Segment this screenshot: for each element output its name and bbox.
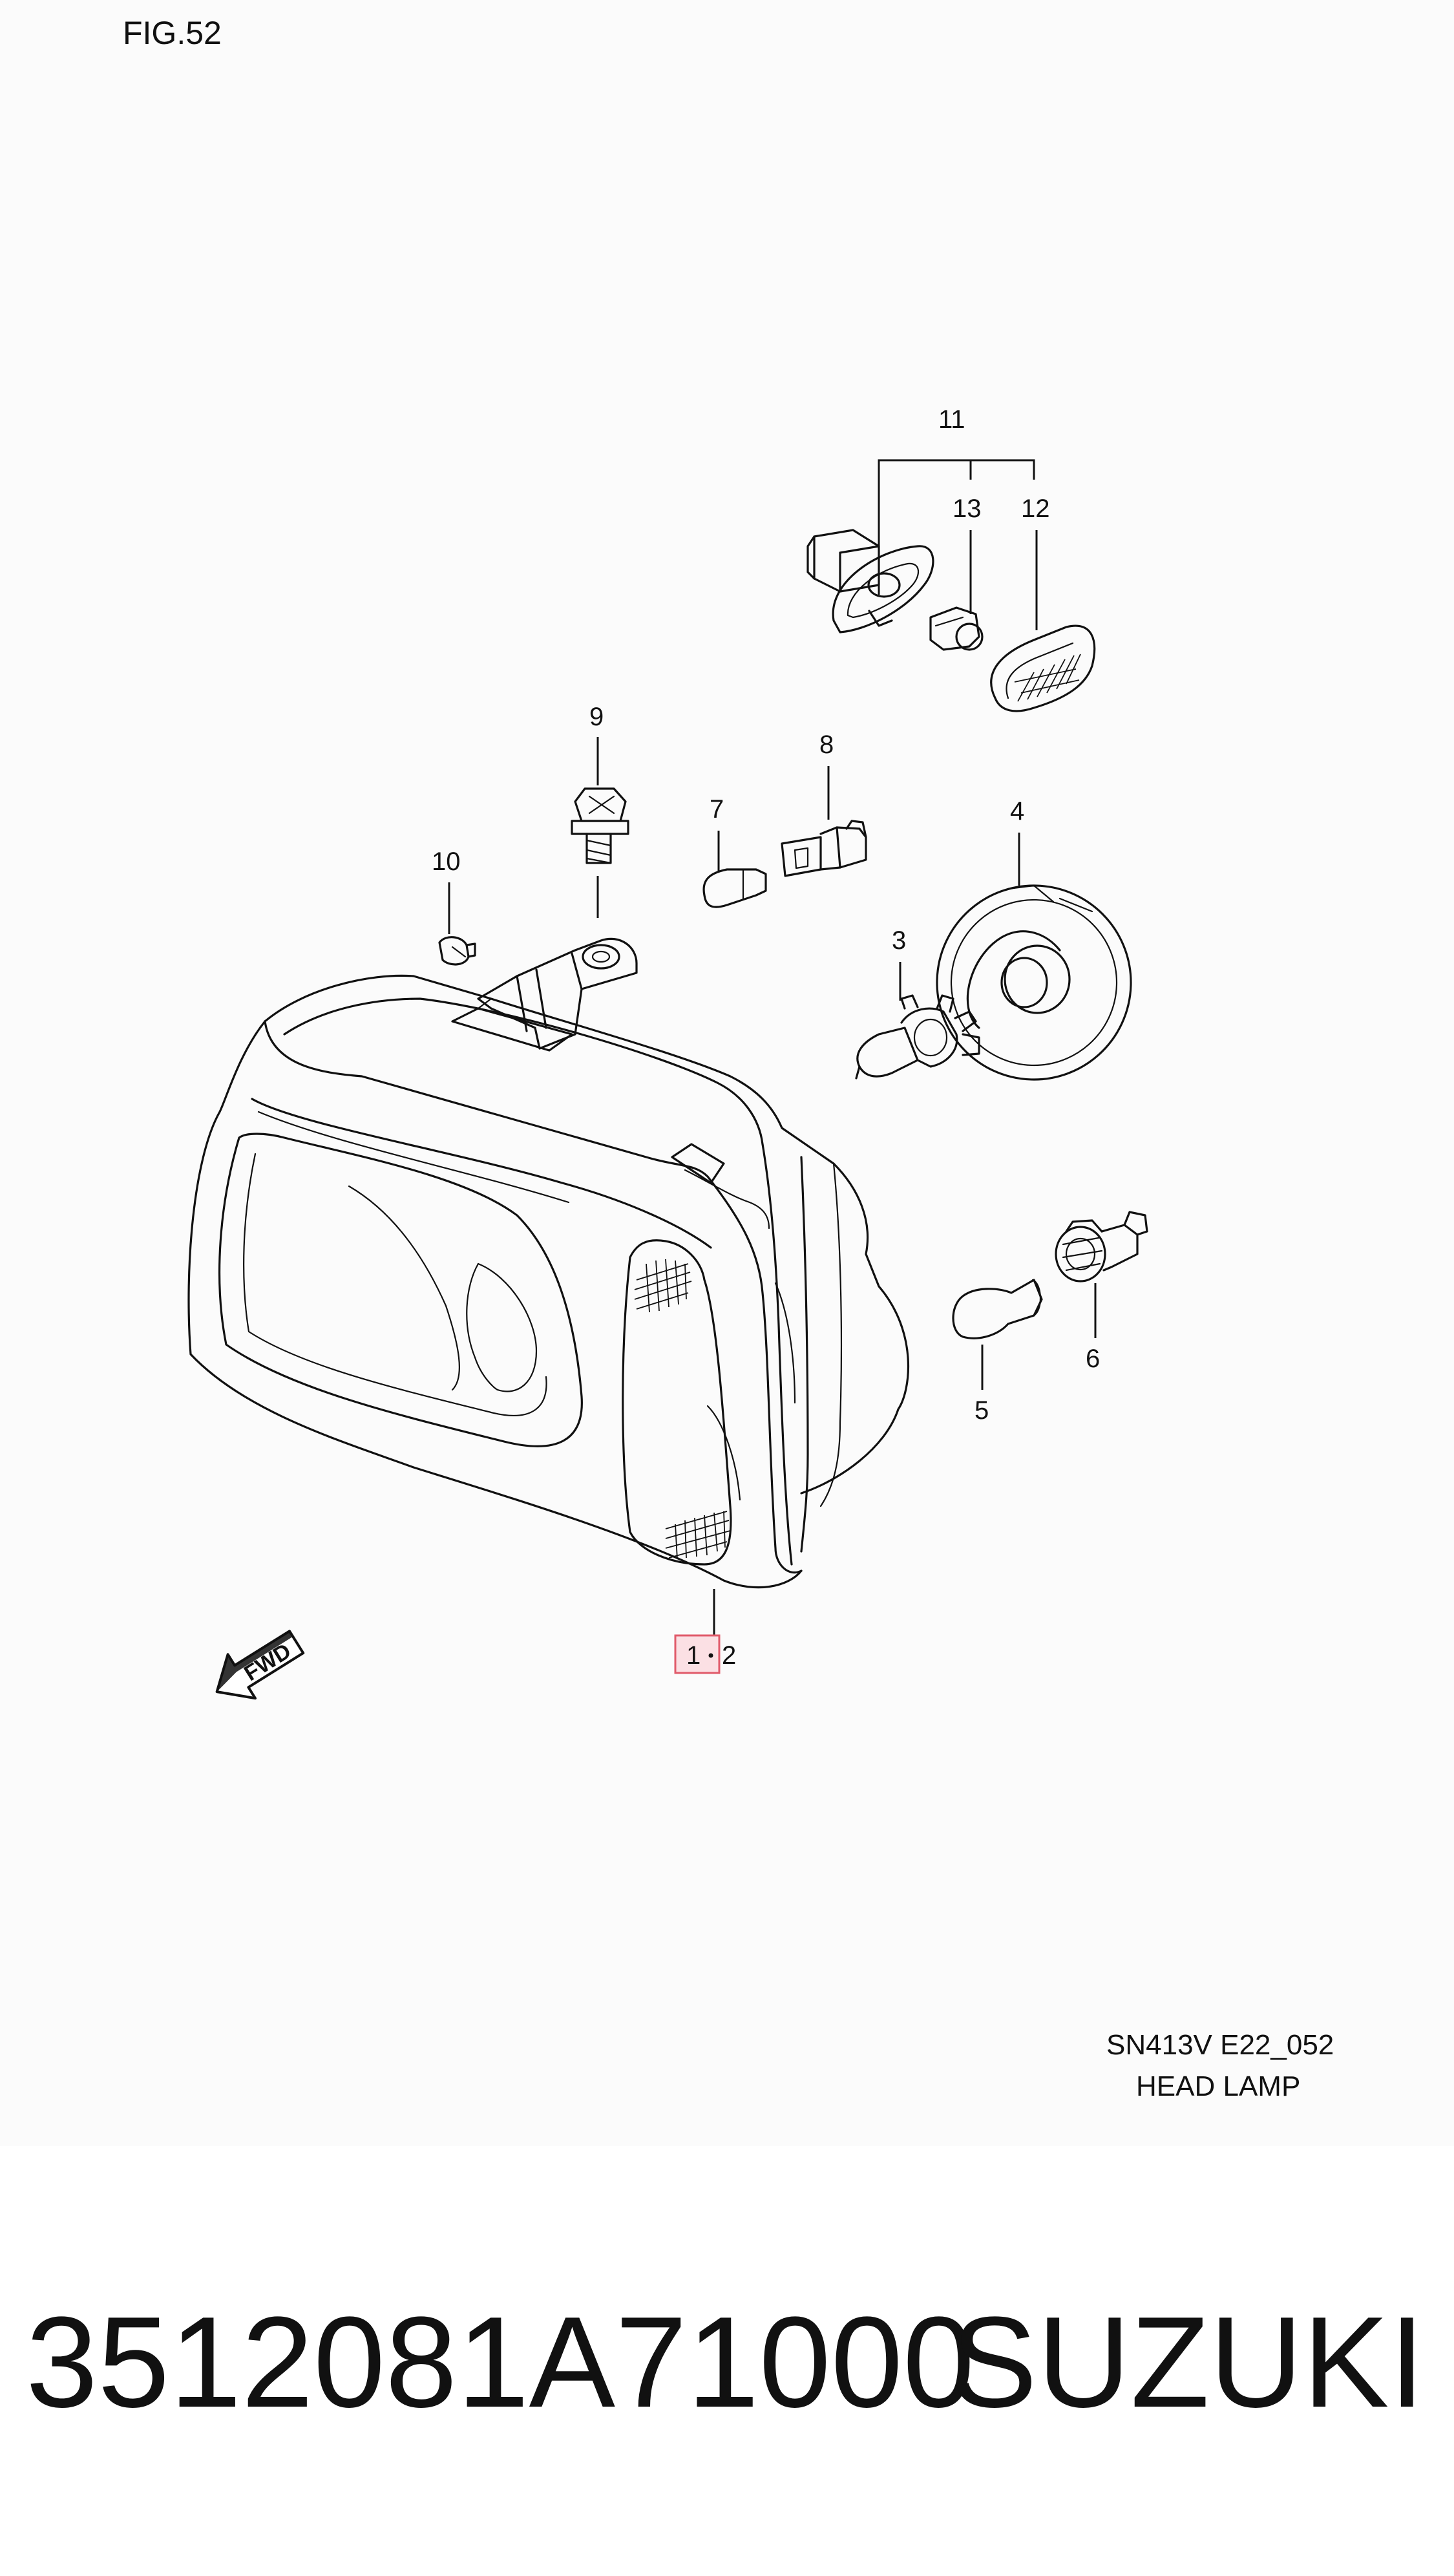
bulb-socket-6 [1055,1211,1148,1283]
callout-9-group: 9 [589,703,604,918]
bulb-cover-4 [936,884,1132,1081]
callout-4[interactable]: 4 [1010,797,1024,825]
part-number: 3512081A71000 [26,2290,975,2434]
bulb-socket-8 [781,820,867,877]
mounting-bolt-9 [571,787,629,864]
figure-title: FIG.52 [123,15,222,51]
callout-6-group: 6 [1086,1283,1100,1373]
parts-diagram-area: FIG.52 11 13 12 [123,15,1334,2102]
callout-11[interactable]: 11 [938,405,965,434]
callout-7-group: 7 [710,795,724,871]
callout-12[interactable]: 12 [1021,495,1050,523]
callout-10-group: 10 [432,847,461,934]
forward-direction-arrow: FWD [215,1630,305,1700]
headlamp-assembly [187,937,909,1589]
part-info-footer [0,2146,1454,2576]
callout-7[interactable]: 7 [710,795,724,824]
headlight-bulb-3 [855,994,980,1080]
callout-3[interactable]: 3 [892,926,906,955]
callout-8[interactable]: 8 [819,730,834,759]
callout-13[interactable]: 13 [953,495,982,523]
brand-name: SUZUKI [951,2290,1425,2434]
callout-6[interactable]: 6 [1086,1345,1100,1373]
exploded-view-diagram: FIG.52 11 13 12 [123,15,1334,2102]
clip-nut-10 [438,936,476,966]
callout-1[interactable]: 1 [686,1641,701,1670]
caption-name: HEAD LAMP [1136,2070,1300,2102]
caption-code: SN413V E22_052 [1106,2029,1334,2061]
turn-signal-bulb-5 [952,1279,1043,1339]
callout-3-group: 3 [892,926,906,1001]
side-marker-lens-12 [990,624,1096,712]
callout-8-group: 8 [819,730,834,820]
wedge-bulb-7 [702,868,767,908]
callout-1-2-group: 1 2 [674,1589,736,1674]
callout-separator-dot [708,1653,713,1658]
callout-2[interactable]: 2 [722,1641,736,1670]
callout-9[interactable]: 9 [589,703,604,731]
callout-10[interactable]: 10 [432,847,461,876]
callout-4-group: 4 [1010,797,1024,886]
leader-11 [878,459,1035,595]
upper-amber-lens-hatch [634,1259,692,1313]
lower-amber-lens-hatch [665,1511,731,1560]
callout-5[interactable]: 5 [975,1396,989,1425]
callout-11-group: 11 13 12 [878,405,1050,630]
wedge-bulb-13 [929,606,984,651]
callout-5-group: 5 [975,1345,989,1425]
side-marker-socket [806,529,934,633]
